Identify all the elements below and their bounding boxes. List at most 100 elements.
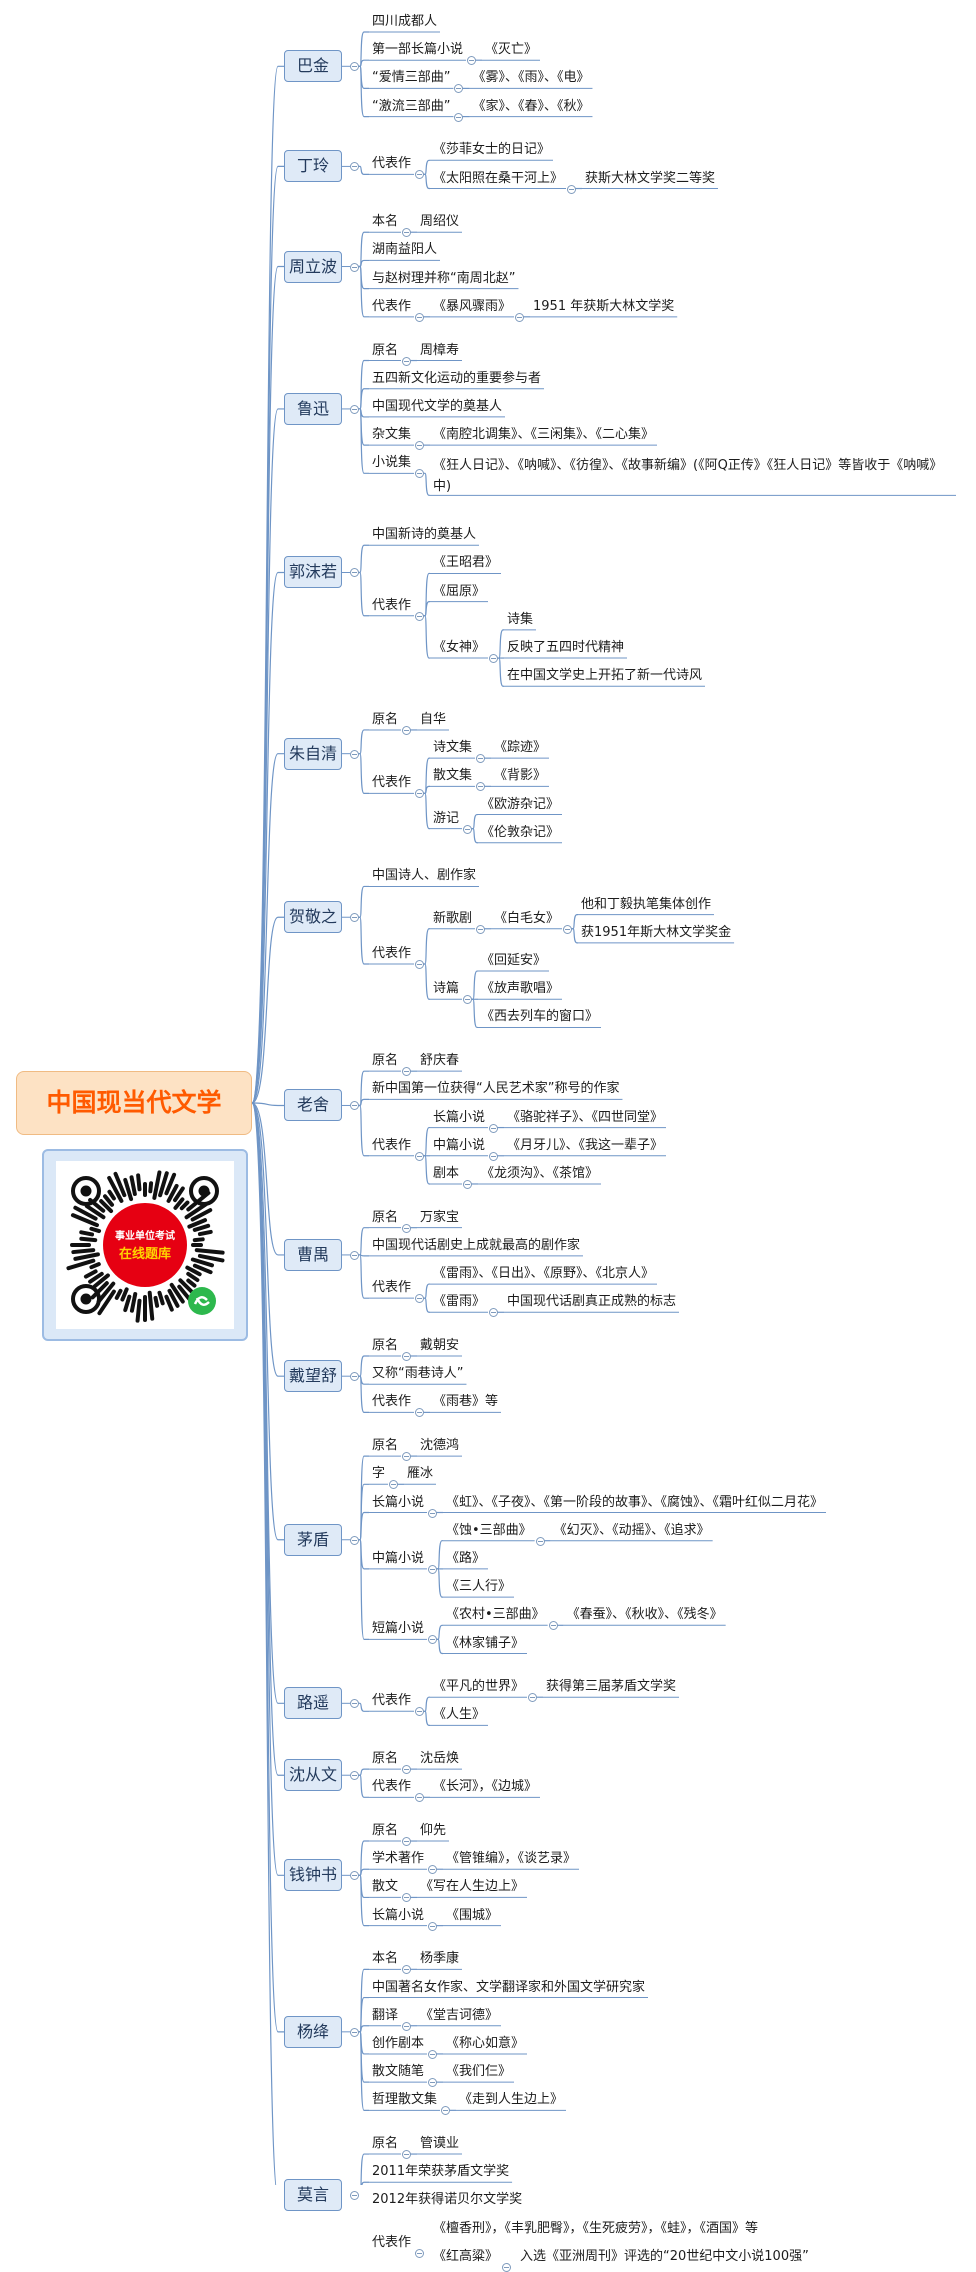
collapse-toggle[interactable]: [476, 754, 485, 764]
author-node-14[interactable]: 杨绛: [284, 2015, 342, 2048]
collapse-toggle[interactable]: [489, 1308, 498, 1318]
collapse-toggle[interactable]: [402, 1965, 411, 1975]
collapse-toggle[interactable]: [350, 568, 359, 578]
collapse-toggle[interactable]: [548, 1621, 558, 1631]
author-node-13[interactable]: 钱钟书: [284, 1859, 342, 1892]
author-node-3[interactable]: 鲁迅: [284, 392, 342, 425]
collapse-toggle[interactable]: [489, 1151, 498, 1161]
collapse-toggle[interactable]: [476, 924, 485, 934]
subtopic-label: 舒庆春: [420, 1053, 460, 1069]
author-node-8[interactable]: 曹禺: [284, 1238, 342, 1271]
collapse-toggle[interactable]: [350, 262, 359, 272]
collapse-toggle[interactable]: [428, 1564, 437, 1574]
collapse-toggle[interactable]: [467, 56, 476, 66]
author-node-2[interactable]: 周立波: [284, 250, 342, 283]
collapse-toggle[interactable]: [402, 1893, 411, 1903]
author-node-12[interactable]: 沈从文: [284, 1759, 342, 1792]
collapse-toggle[interactable]: [402, 1223, 411, 1233]
collapse-toggle[interactable]: [441, 2106, 450, 2116]
author-node-4[interactable]: 郭沫若: [284, 556, 342, 589]
collapse-toggle[interactable]: [415, 960, 424, 969]
collapse-toggle[interactable]: [402, 1765, 411, 1775]
collapse-toggle[interactable]: [350, 1250, 359, 1260]
collapse-toggle[interactable]: [350, 1871, 359, 1881]
author-node-11[interactable]: 路遥: [284, 1687, 342, 1720]
collapse-toggle[interactable]: [415, 469, 424, 479]
collapse-toggle[interactable]: [454, 84, 464, 94]
collapse-toggle[interactable]: [350, 749, 359, 759]
collapse-toggle[interactable]: [428, 1508, 437, 1518]
subtopic-label: 《踪迹》: [494, 740, 547, 756]
collapse-toggle[interactable]: [489, 1123, 498, 1133]
collapse-toggle[interactable]: [415, 1793, 424, 1803]
collapse-toggle[interactable]: [350, 1535, 359, 1545]
collapse-toggle[interactable]: [463, 1179, 472, 1189]
collapse-toggle[interactable]: [389, 1480, 398, 1490]
collapse-toggle[interactable]: [428, 1921, 437, 1931]
collapse-toggle[interactable]: [350, 2191, 359, 2201]
collapse-toggle[interactable]: [350, 1372, 359, 1382]
collapse-toggle[interactable]: [415, 170, 424, 180]
collapse-toggle[interactable]: [415, 1408, 424, 1418]
author-node-9[interactable]: 戴望舒: [284, 1360, 342, 1393]
collapse-toggle[interactable]: [415, 441, 424, 451]
collapse-toggle[interactable]: [415, 312, 424, 322]
subtopic-label: 《堂吉诃德》: [420, 2007, 499, 2023]
subtopic-label: 《雷雨》、《日出》、《原野》、《北京人》: [433, 1266, 655, 1282]
collapse-toggle[interactable]: [415, 1707, 424, 1717]
author-node-7[interactable]: 老舍: [284, 1089, 342, 1122]
collapse-toggle[interactable]: [476, 782, 485, 792]
collapse-toggle[interactable]: [350, 62, 359, 72]
collapse-toggle[interactable]: [402, 356, 411, 366]
author-node-15[interactable]: 莫言: [284, 2179, 342, 2212]
collapse-toggle[interactable]: [415, 1151, 424, 1161]
root-topic[interactable]: 中国现当代文学: [16, 1071, 252, 1135]
topic-label: 代表作: [372, 597, 412, 613]
collapse-toggle[interactable]: [350, 404, 359, 414]
collapse-toggle[interactable]: [428, 1865, 437, 1875]
author-node-5[interactable]: 朱自清: [284, 737, 342, 770]
collapse-toggle[interactable]: [402, 1452, 411, 1462]
collapse-toggle[interactable]: [502, 2262, 511, 2272]
collapse-toggle[interactable]: [350, 1101, 359, 1111]
collapse-toggle[interactable]: [350, 1771, 359, 1781]
topic-label: 代表作: [372, 2234, 412, 2250]
collapse-toggle[interactable]: [402, 2150, 411, 2160]
collapse-toggle[interactable]: [463, 995, 472, 1005]
author-node-6[interactable]: 贺敬之: [284, 901, 342, 934]
topic-label: “激流三部曲”: [372, 98, 451, 114]
collapse-toggle[interactable]: [350, 2027, 359, 2037]
collapse-toggle[interactable]: [415, 2248, 424, 2258]
collapse-toggle[interactable]: [350, 1699, 359, 1709]
collapse-toggle[interactable]: [515, 312, 524, 322]
collapse-toggle[interactable]: [428, 1635, 437, 1645]
subtopic-label: 《我们仨》: [446, 2064, 512, 2080]
collapse-toggle[interactable]: [528, 1693, 537, 1703]
collapse-toggle[interactable]: [454, 112, 464, 122]
collapse-toggle[interactable]: [428, 2049, 437, 2059]
collapse-toggle[interactable]: [402, 725, 411, 735]
collapse-toggle[interactable]: [489, 654, 498, 664]
subtopic-label: 《王昭君》: [433, 555, 499, 571]
collapse-toggle[interactable]: [402, 1067, 411, 1077]
author-node-10[interactable]: 茅盾: [284, 1523, 342, 1556]
collapse-toggle[interactable]: [415, 1294, 424, 1304]
collapse-toggle[interactable]: [463, 824, 472, 834]
collapse-toggle[interactable]: [415, 789, 424, 799]
collapse-toggle[interactable]: [350, 162, 359, 172]
collapse-toggle[interactable]: [402, 2021, 411, 2031]
author-node-1[interactable]: 丁玲: [284, 150, 342, 183]
author-node-0[interactable]: 巴金: [284, 50, 342, 83]
collapse-toggle[interactable]: [535, 1536, 545, 1546]
collapse-toggle[interactable]: [428, 2078, 437, 2088]
topic-label: 长篇小说: [372, 1494, 425, 1510]
topic-label: “爱情三部曲”: [372, 70, 451, 86]
subtopic-label: 《檀香刑》，《丰乳肥臀》，《生死疲劳》，《蛙》，《酒国》等: [433, 2220, 759, 2236]
collapse-toggle[interactable]: [415, 611, 424, 621]
collapse-toggle[interactable]: [402, 1837, 411, 1847]
collapse-toggle[interactable]: [350, 913, 359, 923]
collapse-toggle[interactable]: [402, 228, 411, 238]
collapse-toggle[interactable]: [402, 1351, 411, 1361]
collapse-toggle[interactable]: [563, 924, 572, 934]
collapse-toggle[interactable]: [567, 184, 576, 194]
